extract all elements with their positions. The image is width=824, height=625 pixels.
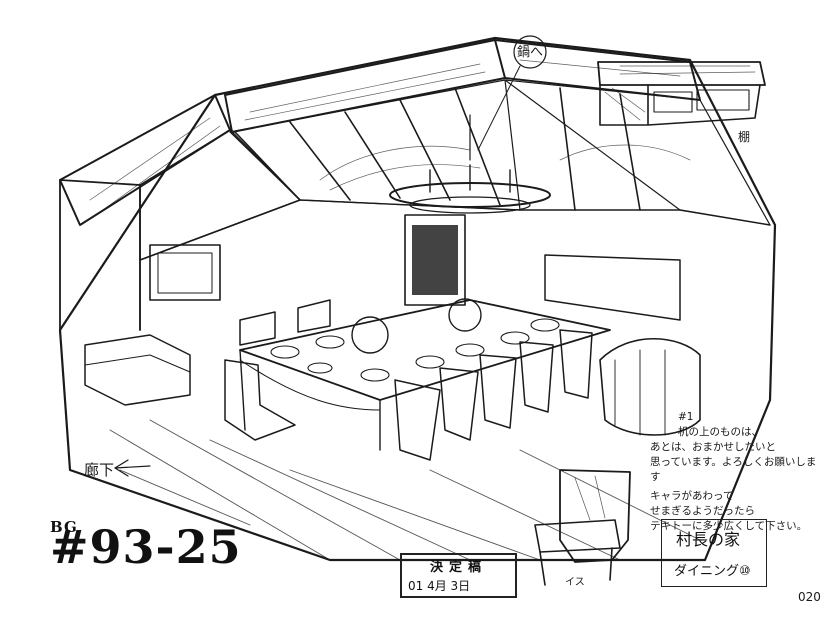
production-notes: #1 机の上のものは、 あとは、おまかせしたいと 思っています。よろしくお願いし… (650, 410, 824, 534)
front-beam (59, 94, 231, 226)
stamp-date: 01 4月 3日 (408, 579, 471, 593)
note-line: キャラがあわって (650, 490, 734, 502)
dining-table (239, 299, 611, 401)
approval-stamp: 決定稿 01 4月 3日 (400, 553, 517, 598)
note-line: テキトーに多少広くして下さい。 (650, 520, 808, 532)
shelf-label: 棚 (738, 130, 751, 144)
note-line: 思っています。よろしくお願いします (650, 456, 817, 483)
stamp-title: 決定稿 (429, 560, 487, 575)
scene-subtitle: ダイニング⑩ (674, 564, 751, 579)
cut-code: BG #93-25 (50, 520, 242, 571)
note-mark: #1 (678, 411, 694, 423)
chair-label: イス (565, 577, 585, 588)
code-prefix: BG (50, 518, 78, 536)
note-line: あとは、おまかせしたいと (650, 441, 776, 453)
note-line: せまぎるようだったら (650, 505, 755, 517)
scene-title: 村長の家 (676, 530, 741, 549)
code-number: #93-25 (50, 520, 242, 574)
chandelier-label: 鍋へ (517, 45, 544, 60)
page-number: 020 (798, 590, 821, 604)
scene-title-box: 村長の家 ダイニング⑩ (661, 519, 767, 587)
room-outline (58, 36, 777, 562)
corridor-label: 廊下 (84, 461, 115, 479)
note-line: 机の上のものは、 (678, 426, 762, 438)
